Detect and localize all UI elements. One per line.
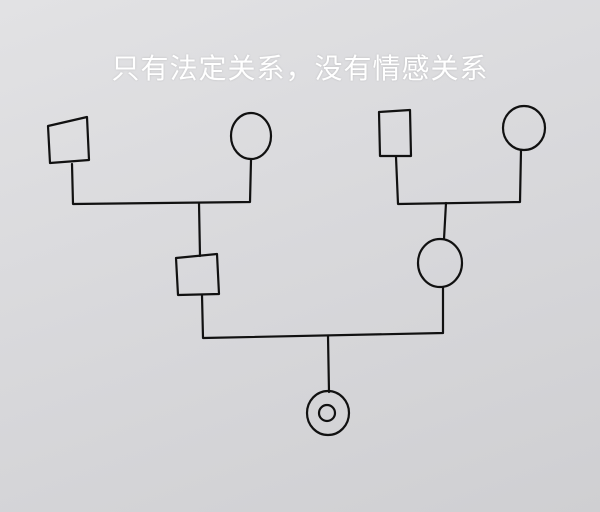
left-couple-child-line bbox=[197, 201, 202, 258]
right-grandfather-square bbox=[377, 108, 413, 158]
left-grandfather-square bbox=[46, 115, 91, 165]
right-couple-child-line bbox=[442, 201, 448, 241]
parents-marriage-line bbox=[200, 285, 445, 340]
child-inner-circle bbox=[317, 403, 337, 423]
parents-child-line bbox=[326, 334, 331, 394]
right-couple-marriage-line bbox=[394, 148, 523, 206]
child-outer-circle bbox=[305, 389, 351, 437]
left-grandmother-circle bbox=[229, 111, 273, 161]
right-grandmother-circle bbox=[501, 104, 547, 152]
mother-circle bbox=[416, 237, 464, 289]
diagram-title: 只有法定关系，没有情感关系 bbox=[111, 52, 489, 85]
father-square bbox=[174, 252, 221, 297]
left-couple-marriage-line bbox=[70, 158, 253, 206]
